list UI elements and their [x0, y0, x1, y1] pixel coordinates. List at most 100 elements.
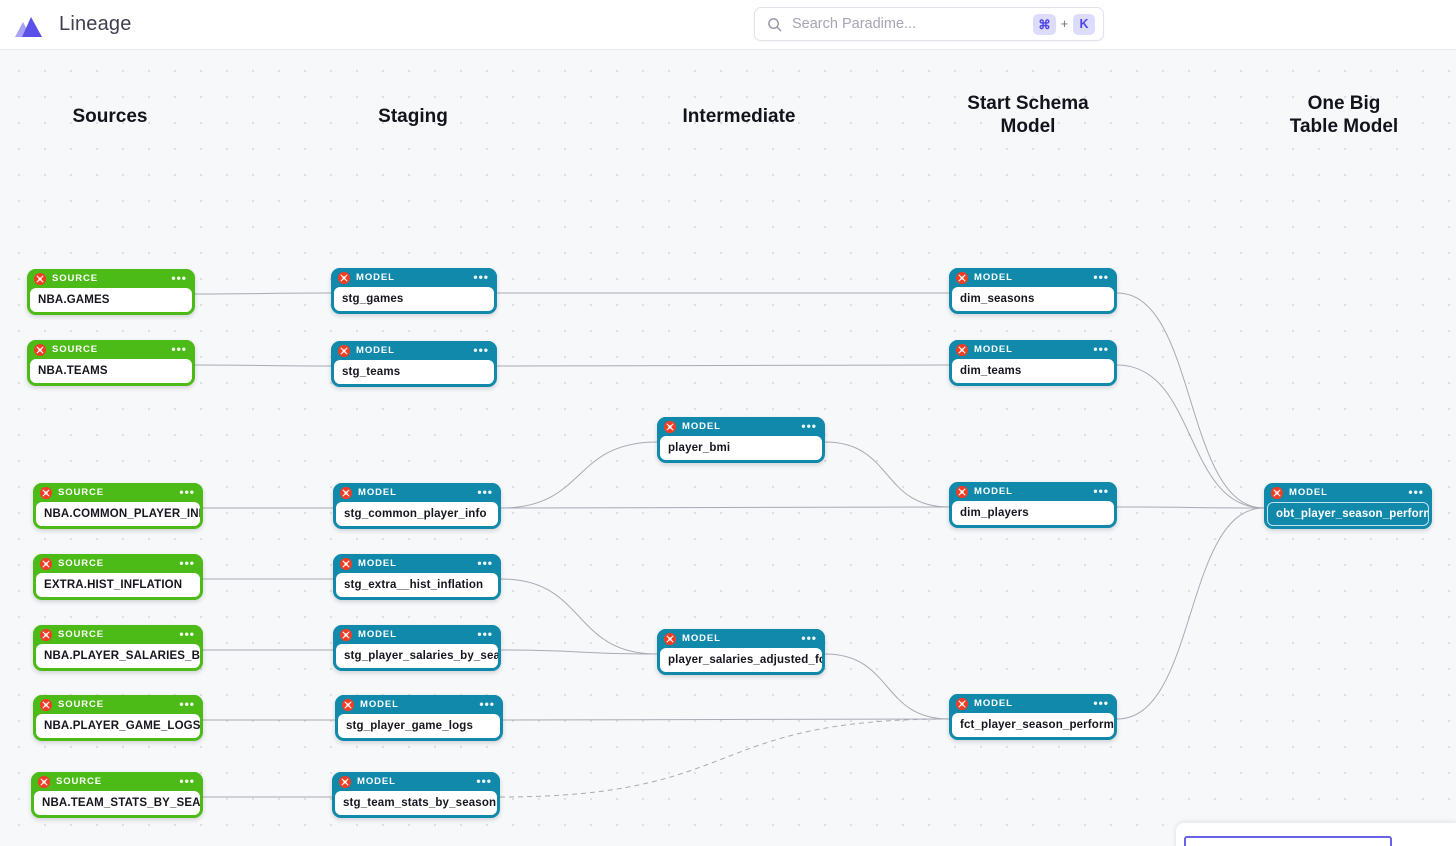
node-menu-button[interactable]: ••• [1093, 342, 1109, 356]
lineage-node-src_player_game_logs[interactable]: SOURCE ••• NBA.PLAYER_GAME_LOGS [33, 695, 203, 741]
node-kind-label: SOURCE [52, 273, 99, 284]
node-menu-button[interactable]: ••• [473, 343, 489, 357]
node-header: SOURCE ••• [33, 695, 203, 714]
dbt-badge-icon [956, 485, 968, 498]
dbt-badge-icon [340, 557, 352, 570]
lineage-node-src_hist_inflation[interactable]: SOURCE•••EXTRA.HIST_INFLATION [33, 554, 203, 600]
lineage-node-src_nba_games[interactable]: SOURCE ••• NBA.GAMES [27, 269, 195, 315]
node-menu-button[interactable]: ••• [171, 271, 187, 285]
node-menu-button[interactable]: ••• [171, 342, 187, 356]
node-kind-label: MODEL [974, 486, 1013, 497]
lineage-node-obt_player_season[interactable]: MODEL ••• obt_player_season_performanc… [1264, 483, 1432, 529]
node-label: stg_team_stats_by_season [335, 791, 497, 815]
edge-stg_player_game_logs-to-fct_player_season [502, 718, 950, 721]
node-header: MODEL ••• [331, 268, 497, 287]
node-label: NBA.PLAYER_GAME_LOGS [36, 714, 200, 738]
node-label: stg_teams [334, 360, 494, 384]
node-menu-button[interactable]: ••• [476, 774, 492, 788]
node-label: obt_player_season_performanc… [1267, 502, 1429, 526]
node-header: SOURCE••• [31, 772, 203, 791]
lineage-node-player_sal_adj[interactable]: MODEL•••player_salaries_adjusted_for_i… [657, 629, 825, 675]
lineage-node-stg_games[interactable]: MODEL•••stg_games [331, 268, 497, 314]
node-menu-button[interactable]: ••• [1408, 485, 1424, 499]
node-menu-button[interactable]: ••• [801, 631, 817, 645]
node-header: MODEL ••• [335, 695, 503, 714]
dbt-badge-icon [338, 344, 350, 357]
node-kind-label: SOURCE [58, 558, 105, 569]
edge-dim_players-to-obt_player_season [1116, 506, 1265, 509]
minimap-viewport-rect[interactable] [1184, 836, 1392, 846]
lineage-node-stg_player_game_logs[interactable]: MODEL•••stg_player_game_logs [335, 695, 503, 741]
lineage-node-src_nba_teams[interactable]: SOURCE•••NBA.TEAMS [27, 340, 195, 386]
node-menu-button[interactable]: ••• [179, 556, 195, 570]
node-label: stg_common_player_info [336, 502, 498, 526]
node-menu-button[interactable]: ••• [179, 697, 195, 711]
node-kind-label: MODEL [358, 558, 397, 569]
node-menu-button[interactable]: ••• [1093, 484, 1109, 498]
top-bar: Lineage ⌘ + K [0, 0, 1456, 50]
node-kind-label: MODEL [360, 699, 399, 710]
dbt-badge-icon [956, 343, 968, 356]
node-label: fct_player_season_performanc… [952, 713, 1114, 737]
dbt-badge-icon [38, 775, 50, 788]
node-menu-button[interactable]: ••• [473, 270, 489, 284]
column-header-obt: One Big Table Model [1289, 93, 1399, 138]
lineage-node-player_bmi[interactable]: MODEL•••player_bmi [657, 417, 825, 463]
node-menu-button[interactable]: ••• [479, 697, 495, 711]
lineage-node-dim_seasons[interactable]: MODEL•••dim_seasons [949, 268, 1117, 314]
minimap-panel[interactable] [1176, 823, 1456, 846]
dbt-badge-icon [1271, 486, 1283, 499]
dbt-badge-icon [340, 486, 352, 499]
shortcut-k-key: K [1073, 13, 1095, 35]
node-label: stg_player_salaries_by_season [336, 644, 498, 668]
lineage-node-fct_player_season[interactable]: MODEL•••fct_player_season_performanc… [949, 694, 1117, 740]
edge-player_sal_adj-to-fct_player_season [824, 653, 950, 720]
app-title: Lineage [59, 13, 132, 35]
node-menu-button[interactable]: ••• [179, 627, 195, 641]
node-label: NBA.COMMON_PLAYER_INFO [36, 502, 200, 526]
lineage-node-stg_common_player[interactable]: MODEL ••• stg_common_player_info [333, 483, 501, 529]
node-kind-label: MODEL [974, 344, 1013, 355]
edge-stg_extra_inflation-to-player_sal_adj [500, 578, 658, 655]
edge-src_nba_games-to-stg_games [194, 292, 332, 295]
lineage-node-stg_player_salaries[interactable]: MODEL•••stg_player_salaries_by_season [333, 625, 501, 671]
lineage-node-stg_extra_inflation[interactable]: MODEL•••stg_extra__hist_inflation [333, 554, 501, 600]
lineage-node-stg_teams[interactable]: MODEL•••stg_teams [331, 341, 497, 387]
node-menu-button[interactable]: ••• [179, 485, 195, 499]
node-kind-label: SOURCE [58, 699, 105, 710]
node-menu-button[interactable]: ••• [477, 556, 493, 570]
node-label: NBA.PLAYER_SALARIES_BY_SE… [36, 644, 200, 668]
node-menu-button[interactable]: ••• [477, 627, 493, 641]
node-header: MODEL••• [657, 417, 825, 436]
node-kind-label: MODEL [1289, 487, 1328, 498]
node-menu-button[interactable]: ••• [1093, 696, 1109, 710]
lineage-node-src_player_salaries[interactable]: SOURCE•••NBA.PLAYER_SALARIES_BY_SE… [33, 625, 203, 671]
search-bar[interactable]: ⌘ + K [754, 7, 1104, 41]
node-label: NBA.GAMES [30, 288, 192, 312]
edge-stg_player_salaries-to-player_sal_adj [500, 649, 658, 655]
search-input[interactable] [782, 16, 1034, 32]
lineage-node-stg_team_stats[interactable]: MODEL•••stg_team_stats_by_season [332, 772, 500, 818]
dbt-badge-icon [956, 271, 968, 284]
column-header-intermediate: Intermediate [682, 106, 796, 127]
brand[interactable]: Lineage [0, 9, 132, 41]
lineage-node-src_common_player[interactable]: SOURCE•••NBA.COMMON_PLAYER_INFO [33, 483, 203, 529]
node-kind-label: MODEL [358, 487, 397, 498]
node-label: NBA.TEAM_STATS_BY_SEASON [34, 791, 200, 815]
lineage-node-dim_players[interactable]: MODEL•••dim_players [949, 482, 1117, 528]
node-menu-button[interactable]: ••• [477, 485, 493, 499]
lineage-node-dim_teams[interactable]: MODEL ••• dim_teams [949, 340, 1117, 386]
column-header-sources: Sources [72, 106, 148, 127]
node-menu-button[interactable]: ••• [1093, 270, 1109, 284]
node-kind-label: MODEL [356, 272, 395, 283]
node-menu-button[interactable]: ••• [801, 419, 817, 433]
node-header: MODEL••• [333, 625, 501, 644]
lineage-node-src_team_stats[interactable]: SOURCE•••NBA.TEAM_STATS_BY_SEASON [31, 772, 203, 818]
node-label: dim_seasons [952, 287, 1114, 311]
node-label: dim_teams [952, 359, 1114, 383]
shortcut-cmd-key: ⌘ [1033, 13, 1056, 35]
node-menu-button[interactable]: ••• [179, 774, 195, 788]
dbt-badge-icon [338, 271, 350, 284]
dbt-badge-icon [340, 628, 352, 641]
